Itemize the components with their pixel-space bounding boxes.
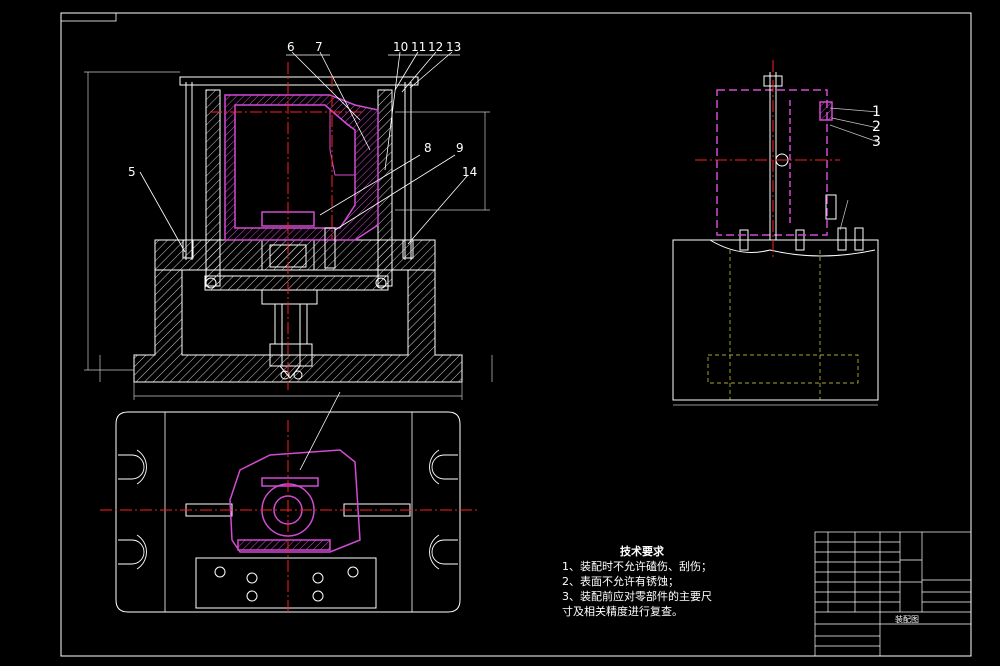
workpiece-housing: [224, 94, 379, 241]
balloon-8: 8: [424, 141, 432, 155]
balloon-14: 14: [462, 165, 477, 179]
balloon-13: 13: [446, 40, 461, 54]
workpiece-top: [229, 449, 361, 553]
technical-requirements: 技术要求 1、装配时不允许磕伤、刮伤； 2、表面不允许有锈蚀； 3、装配前应对零…: [562, 544, 742, 619]
balloon-3: 3: [872, 134, 881, 150]
tech-req-line: 2、表面不允许有锈蚀；: [562, 575, 679, 588]
tech-req-line: 3、装配前应对零部件的主要尺: [562, 590, 712, 603]
balloon-9: 9: [456, 141, 464, 155]
tech-req-line: 寸及相关精度进行复查。: [562, 605, 683, 618]
balloon-5: 5: [128, 165, 136, 179]
front-section-view: 6 7 10 11 12 13 5 8 9 14: [84, 40, 493, 400]
balloon-11: 11: [411, 40, 426, 54]
title-block: [814, 531, 972, 657]
balloon-12: 12: [428, 40, 443, 54]
balloon-10: 10: [393, 40, 408, 54]
balloon-6: 6: [287, 40, 295, 54]
side-view: 1 2 3: [672, 60, 881, 406]
tech-req-line: 1、装配时不允许磕伤、刮伤；: [562, 560, 712, 573]
balloon-2: 2: [872, 119, 881, 135]
balloon-7: 7: [315, 40, 323, 54]
drawing-frame: [60, 12, 972, 657]
balloon-1: 1: [872, 104, 881, 120]
tech-req-title: 技术要求: [620, 545, 664, 558]
drawing-name: 装配图: [895, 614, 919, 624]
top-plan-view: [100, 391, 478, 613]
